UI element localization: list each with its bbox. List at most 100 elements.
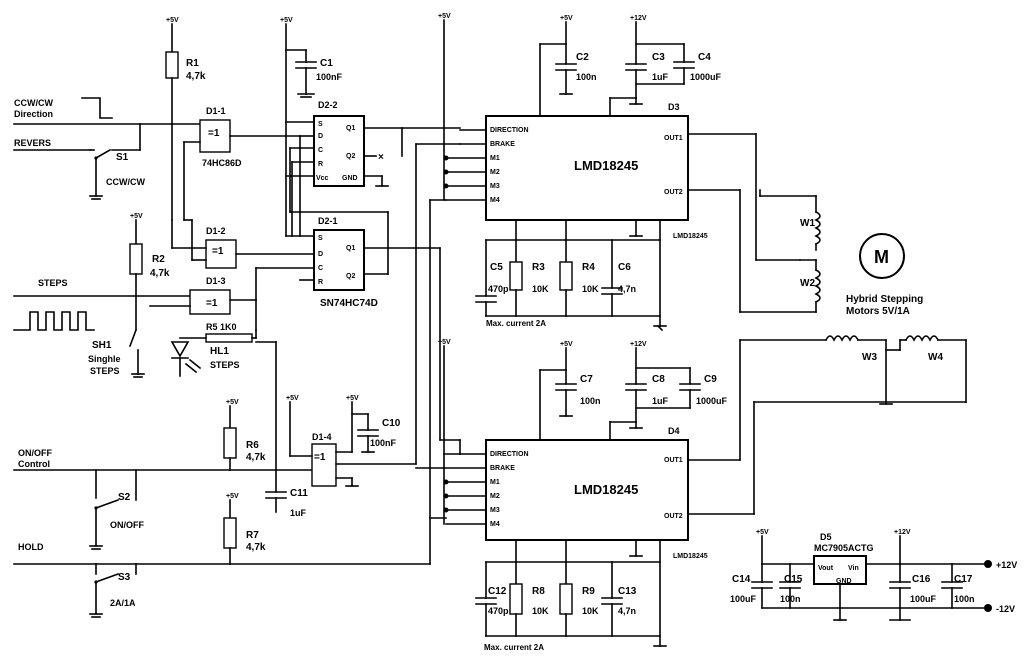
svg-text:Q1: Q1 xyxy=(346,125,355,132)
svg-text:W4: W4 xyxy=(928,352,943,363)
gate-d1-2: D1-2 =1 xyxy=(171,219,315,269)
svg-text:BRAKE: BRAKE xyxy=(490,141,515,148)
svg-text:100n: 100n xyxy=(954,594,975,604)
value-r1: 4,7k xyxy=(186,71,206,82)
svg-text:D: D xyxy=(318,251,323,258)
svg-text:100nF: 100nF xyxy=(370,438,397,448)
svg-text:S3: S3 xyxy=(118,572,131,583)
svg-text:R5 1K0: R5 1K0 xyxy=(206,322,237,332)
svg-text:D2-2: D2-2 xyxy=(318,100,338,110)
svg-text:MC7905ACTG: MC7905ACTG xyxy=(814,543,874,553)
svg-text:R8: R8 xyxy=(532,586,545,597)
svg-text:×: × xyxy=(378,152,384,163)
svg-text:R7: R7 xyxy=(246,530,259,541)
svg-text:C6: C6 xyxy=(618,262,631,273)
svg-text:ON/OFF: ON/OFF xyxy=(18,448,52,458)
svg-text:Control: Control xyxy=(18,459,50,469)
label-sn74hc74d: SN74HC74D xyxy=(320,298,378,309)
svg-text:+5V: +5V xyxy=(166,17,179,24)
svg-text:D: D xyxy=(318,133,323,140)
svg-text:M: M xyxy=(874,247,889,267)
svg-text:1uF: 1uF xyxy=(652,72,669,82)
svg-text:+12V: +12V xyxy=(894,529,911,536)
gate-d1-3: D1-3 =1 xyxy=(149,267,315,331)
caption-d3: LMD18245 xyxy=(673,233,708,240)
svg-text:R9: R9 xyxy=(582,586,595,597)
svg-text:470p: 470p xyxy=(488,606,509,616)
resistor-r1: +5V R1 4,7k xyxy=(165,17,206,221)
svg-text:C2: C2 xyxy=(576,52,589,63)
svg-text:C: C xyxy=(318,265,323,272)
svg-text:Vout: Vout xyxy=(818,565,834,572)
svg-text:Max. current 2A: Max. current 2A xyxy=(486,319,546,328)
svg-text:4,7n: 4,7n xyxy=(618,606,636,616)
capacitor-c7: +5V C7 100n xyxy=(555,341,601,417)
gate-d1-1: D1-1 =1 74HC86D xyxy=(183,106,301,221)
svg-text:R: R xyxy=(318,279,323,286)
svg-text:1uF: 1uF xyxy=(290,508,307,518)
svg-text:R4: R4 xyxy=(582,262,595,273)
svg-text:C14: C14 xyxy=(732,574,751,585)
svg-text:C15: C15 xyxy=(784,574,803,585)
svg-text:100uF: 100uF xyxy=(910,594,937,604)
svg-text:C7: C7 xyxy=(580,374,593,385)
svg-text:M3: M3 xyxy=(490,183,500,190)
svg-text:C3: C3 xyxy=(652,52,665,63)
svg-text:1000uF: 1000uF xyxy=(690,72,722,82)
svg-text:+12V: +12V xyxy=(630,341,647,348)
svg-text:R6: R6 xyxy=(246,440,259,451)
svg-text:+5V: +5V xyxy=(226,493,239,500)
svg-text:DIRECTION: DIRECTION xyxy=(490,451,529,458)
label-revers: REVERS xyxy=(14,138,51,148)
svg-text:100n: 100n xyxy=(780,594,801,604)
svg-text:Vcc: Vcc xyxy=(316,175,329,182)
svg-text:S: S xyxy=(318,121,323,128)
svg-text:10K: 10K xyxy=(532,284,549,294)
svg-text:S: S xyxy=(318,235,323,242)
svg-text:LMD18245: LMD18245 xyxy=(574,482,638,497)
svg-text:C4: C4 xyxy=(698,52,711,63)
svg-text:Motors 5V/1A: Motors 5V/1A xyxy=(846,306,910,317)
svg-text:S2: S2 xyxy=(118,492,131,503)
svg-text:C8: C8 xyxy=(652,374,665,385)
svg-text:100n: 100n xyxy=(576,72,597,82)
svg-text:D1-2: D1-2 xyxy=(206,226,226,236)
resistor-r5: R5 1K0 xyxy=(179,322,257,343)
direction-waveform xyxy=(81,97,113,119)
svg-text:+5V: +5V xyxy=(756,529,769,536)
svg-text:HOLD: HOLD xyxy=(18,542,44,552)
capacitor-c2: +5V C2 100n xyxy=(555,15,597,95)
svg-text:OUT2: OUT2 xyxy=(664,189,683,196)
svg-text:M3: M3 xyxy=(490,507,500,514)
svg-text:C12: C12 xyxy=(488,586,507,597)
capacitor-c10: C10 100nF xyxy=(357,413,401,453)
svg-text:=1: =1 xyxy=(206,298,218,309)
svg-text:10K: 10K xyxy=(582,284,599,294)
svg-text:C17: C17 xyxy=(954,574,973,585)
led-hl1: HL1 STEPS xyxy=(170,341,240,377)
svg-text:Max. current 2A: Max. current 2A xyxy=(484,643,544,652)
svg-text:GND: GND xyxy=(342,175,358,182)
svg-text:M2: M2 xyxy=(490,493,500,500)
svg-text:+12V: +12V xyxy=(630,15,647,22)
svg-text:+5V: +5V xyxy=(438,339,451,346)
steps-waveform xyxy=(13,311,95,331)
gate-d1-4: D1-4 =1 +5V +5V xyxy=(286,395,417,487)
svg-text:+5V: +5V xyxy=(226,399,239,406)
svg-text:OUT1: OUT1 xyxy=(664,135,683,142)
d4-rc-network: C12 470p R8 10K R9 10K C13 4,7n Max. cur… xyxy=(475,561,661,652)
svg-text:+5V: +5V xyxy=(560,341,573,348)
switch-s3: S3 2A/1A xyxy=(89,563,137,618)
svg-text:+5V: +5V xyxy=(280,17,293,24)
svg-text:100n: 100n xyxy=(580,396,601,406)
motor-symbol: M Hybrid Stepping Motors 5V/1A xyxy=(846,233,923,317)
svg-text:C11: C11 xyxy=(290,488,308,499)
svg-text:=1: =1 xyxy=(314,452,326,463)
driver-d4: D4 LMD18245 DIRECTION BRAKE M1 M2 M3 M4 … xyxy=(415,339,755,647)
power-rail-d4: +5V xyxy=(229,143,461,565)
label-74hc86d: 74HC86D xyxy=(202,158,242,168)
svg-text:=1: =1 xyxy=(208,128,220,139)
label-r1: R1 xyxy=(186,58,199,69)
label-direction: Direction xyxy=(14,109,53,119)
svg-text:2A/1A: 2A/1A xyxy=(110,598,136,608)
